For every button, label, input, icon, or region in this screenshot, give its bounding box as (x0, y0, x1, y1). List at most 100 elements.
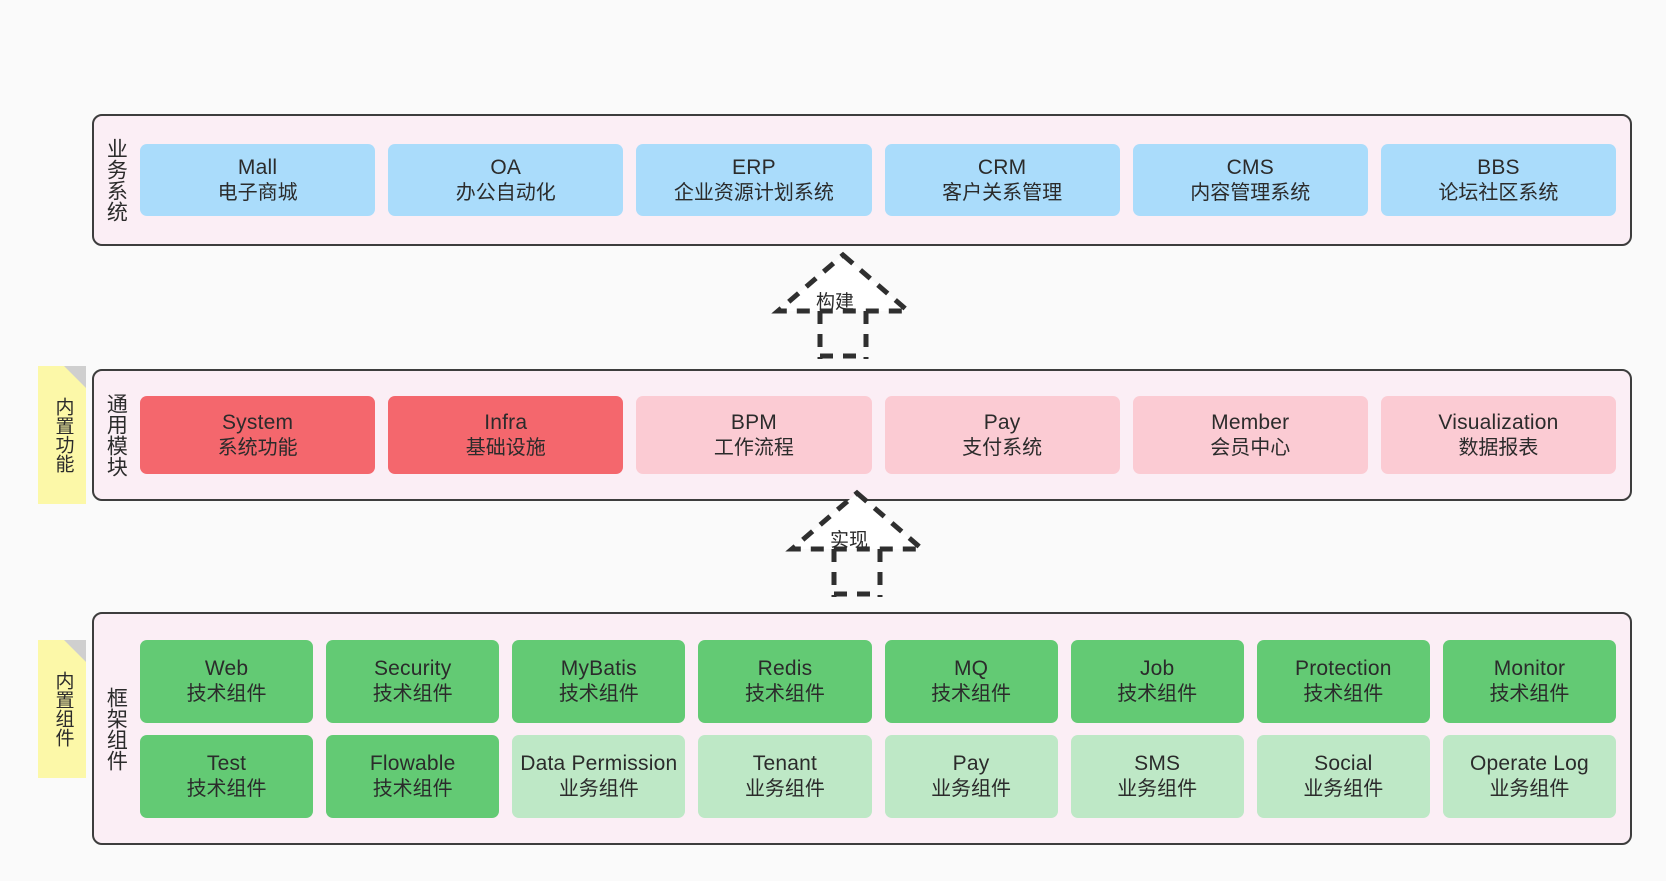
note-fold-icon (64, 366, 86, 388)
box-infra[interactable]: Infra 基础设施 (388, 396, 624, 474)
box-system[interactable]: System 系统功能 (140, 396, 376, 474)
box-sms-en: SMS (1134, 752, 1181, 775)
box-mq-cn: 技术组件 (931, 682, 1012, 705)
connector-build: 构建 (748, 249, 938, 359)
box-pay-component-cn: 业务组件 (931, 777, 1012, 800)
box-mybatis-cn: 技术组件 (558, 682, 639, 705)
box-protection[interactable]: Protection 技术组件 (1256, 639, 1430, 723)
connector-build-arrow-icon (771, 251, 915, 359)
box-social-en: Social (1314, 752, 1373, 775)
box-job-cn: 技术组件 (1117, 682, 1198, 705)
box-test-en: Test (206, 752, 247, 775)
box-operate-log-cn: 业务组件 (1489, 777, 1570, 800)
box-data-permission[interactable]: Data Permission 业务组件 (512, 734, 686, 818)
box-erp-cn: 企业资源计划系统 (673, 181, 834, 204)
box-mq-en: MQ (953, 657, 989, 680)
box-erp[interactable]: ERP 企业资源计划系统 (636, 144, 872, 216)
box-pay-module-cn: 支付系统 (962, 436, 1043, 459)
box-member[interactable]: Member 会员中心 (1132, 396, 1368, 474)
box-member-en: Member (1211, 411, 1290, 434)
layer-title-common-module: 通用模块 (104, 393, 128, 477)
box-web-cn: 技术组件 (186, 682, 267, 705)
box-monitor[interactable]: Monitor 技术组件 (1442, 639, 1616, 723)
box-system-en: System (221, 411, 294, 434)
box-redis[interactable]: Redis 技术组件 (698, 639, 872, 723)
box-test-cn: 技术组件 (186, 777, 267, 800)
layer-title-framework-component: 框架组件 (104, 686, 128, 771)
box-pay-module[interactable]: Pay 支付系统 (884, 396, 1120, 474)
note-builtin-components-label: 内置组件 (52, 671, 74, 747)
box-visualization-en: Visualization (1438, 411, 1559, 434)
box-sms-cn: 业务组件 (1117, 777, 1198, 800)
box-flowable-en: Flowable (369, 752, 456, 775)
box-tenant-en: Tenant (752, 752, 818, 775)
box-social[interactable]: Social 业务组件 (1256, 734, 1430, 818)
box-bpm-cn: 工作流程 (713, 436, 794, 459)
box-oa-cn: 办公自动化 (455, 181, 556, 204)
box-mq[interactable]: MQ 技术组件 (884, 639, 1058, 723)
box-data-permission-en: Data Permission (520, 752, 678, 775)
layer-business-system[interactable]: 业务系统 Mall 电子商城 OA 办公自动化 ERP 企业资源计划系统 CRM… (92, 114, 1632, 246)
note-builtin-functions[interactable]: 内置功能 (38, 366, 86, 504)
note-builtin-components[interactable]: 内置组件 (38, 640, 86, 778)
box-mybatis-en: MyBatis (560, 657, 637, 680)
box-operate-log-en: Operate Log (1469, 752, 1589, 775)
box-oa[interactable]: OA 办公自动化 (388, 144, 624, 216)
layer-framework-component[interactable]: 框架组件 Web 技术组件 Security 技术组件 MyBatis 技术组件… (92, 612, 1632, 845)
box-redis-en: Redis (757, 657, 813, 680)
box-erp-en: ERP (732, 156, 776, 179)
box-mall-en: Mall (237, 156, 278, 179)
box-job[interactable]: Job 技术组件 (1070, 639, 1244, 723)
framework-row-business: Test 技术组件 Flowable 技术组件 Data Permission … (140, 734, 1616, 818)
box-flowable[interactable]: Flowable 技术组件 (326, 734, 500, 818)
box-security-cn: 技术组件 (372, 682, 453, 705)
box-operate-log[interactable]: Operate Log 业务组件 (1442, 734, 1616, 818)
box-web[interactable]: Web 技术组件 (140, 639, 314, 723)
box-visualization[interactable]: Visualization 数据报表 (1380, 396, 1617, 474)
box-bpm[interactable]: BPM 工作流程 (636, 396, 872, 474)
box-infra-cn: 基础设施 (465, 436, 546, 459)
box-sms[interactable]: SMS 业务组件 (1070, 734, 1244, 818)
box-protection-en: Protection (1295, 657, 1392, 680)
box-crm[interactable]: CRM 客户关系管理 (884, 144, 1120, 216)
layer-title-business-system: 业务系统 (104, 138, 128, 222)
box-pay-component[interactable]: Pay 业务组件 (884, 734, 1058, 818)
note-builtin-functions-label: 内置功能 (52, 397, 74, 473)
connector-implement-label: 实现 (830, 530, 869, 551)
box-cms-en: CMS (1226, 156, 1274, 179)
box-flowable-cn: 技术组件 (372, 777, 453, 800)
box-test[interactable]: Test 技术组件 (140, 734, 314, 818)
box-infra-en: Infra (484, 411, 528, 434)
box-bpm-en: BPM (730, 411, 777, 434)
box-system-cn: 系统功能 (217, 436, 298, 459)
box-security[interactable]: Security 技术组件 (326, 639, 500, 723)
box-oa-en: OA (490, 156, 522, 179)
box-mall[interactable]: Mall 电子商城 (140, 144, 376, 216)
layer-body-business-system: Mall 电子商城 OA 办公自动化 ERP 企业资源计划系统 CRM 客户关系… (136, 116, 1630, 244)
box-cms[interactable]: CMS 内容管理系统 (1132, 144, 1368, 216)
box-visualization-cn: 数据报表 (1458, 436, 1539, 459)
box-security-en: Security (373, 657, 452, 680)
box-crm-en: CRM (977, 156, 1027, 179)
layer-body-framework-component: Web 技术组件 Security 技术组件 MyBatis 技术组件 Redi… (136, 614, 1630, 843)
box-tenant[interactable]: Tenant 业务组件 (698, 734, 872, 818)
connector-build-label: 构建 (816, 292, 855, 313)
connector-implement-arrow-icon (785, 489, 929, 597)
box-web-en: Web (204, 657, 249, 680)
layer-common-module[interactable]: 通用模块 System 系统功能 Infra 基础设施 BPM 工作流程 Pay… (92, 369, 1632, 501)
layer-body-common-module: System 系统功能 Infra 基础设施 BPM 工作流程 Pay 支付系统… (136, 371, 1630, 499)
box-pay-module-en: Pay (983, 411, 1021, 434)
box-social-cn: 业务组件 (1303, 777, 1384, 800)
box-bbs-cn: 论坛社区系统 (1438, 181, 1559, 204)
box-bbs-en: BBS (1477, 156, 1520, 179)
box-mybatis[interactable]: MyBatis 技术组件 (512, 639, 686, 723)
box-job-en: Job (1139, 657, 1175, 680)
box-mall-cn: 电子商城 (217, 181, 298, 204)
box-data-permission-cn: 业务组件 (558, 777, 639, 800)
connector-implement: 实现 (762, 487, 952, 597)
framework-row-tech: Web 技术组件 Security 技术组件 MyBatis 技术组件 Redi… (140, 639, 1616, 723)
box-cms-cn: 内容管理系统 (1190, 181, 1311, 204)
box-bbs[interactable]: BBS 论坛社区系统 (1380, 144, 1617, 216)
box-pay-component-en: Pay (952, 752, 990, 775)
